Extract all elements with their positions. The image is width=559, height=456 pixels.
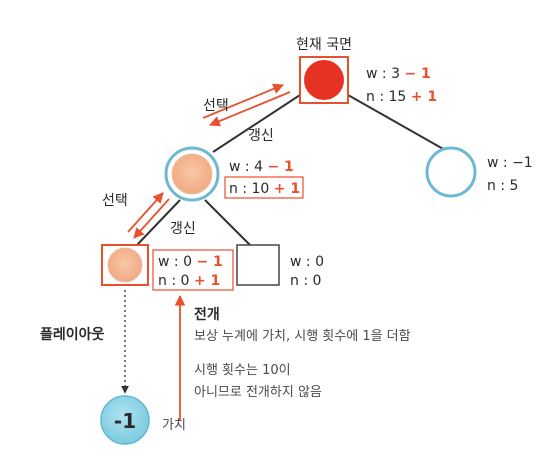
root-node: 현재 국면	[296, 37, 352, 104]
arrow-select-top	[202, 83, 284, 119]
leaf-left-n: n : 0 + 1	[158, 273, 220, 289]
label-playout: 플레이아웃	[40, 326, 105, 343]
right-n: n : 5	[487, 178, 518, 194]
arrow-update-top	[209, 91, 291, 127]
arrows-top	[202, 83, 291, 127]
root-node-circle	[304, 60, 344, 100]
root-stats: w : 3 − 1 n : 15 + 1	[366, 66, 437, 105]
right-w: w : −1	[487, 155, 533, 171]
label-select-mid: 선택	[102, 193, 128, 209]
root-n: n : 15 + 1	[366, 89, 437, 105]
label-update-top: 갱신	[248, 128, 274, 144]
arrow-select-mid	[127, 192, 164, 233]
edge-root-mid	[212, 94, 301, 153]
leaf-right-stats: w : 0 n : 0	[290, 254, 324, 289]
tree-edges	[136, 94, 446, 246]
label-select-top: 선택	[203, 98, 229, 114]
terminal-value: -1	[114, 409, 136, 433]
root-title: 현재 국면	[296, 37, 352, 53]
right-node-circle	[425, 146, 477, 198]
leaf-right-w: w : 0	[290, 254, 324, 270]
right-stats: w : −1 n : 5	[487, 155, 533, 194]
leaf-left-stats-box	[152, 249, 234, 291]
arrow-update-mid	[133, 198, 170, 239]
root-w: w : 3 − 1	[366, 66, 431, 82]
terminal-node: -1	[100, 395, 150, 445]
label-value: 가치	[162, 418, 186, 433]
leaf-left-node	[101, 244, 149, 286]
leaf-right-n: n : 0	[290, 273, 321, 289]
arrows-mid	[127, 192, 170, 239]
leaf-left-circle	[107, 247, 143, 283]
expand-title: 전개	[194, 306, 220, 323]
expand-desc: 보상 누계에 가치, 시행 횟수에 1을 더함	[194, 328, 411, 344]
mid-n: n : 10 + 1	[229, 181, 300, 197]
mid-node-inner	[171, 153, 213, 195]
leaf-left-stats: w : 0 − 1 n : 0 + 1	[152, 249, 234, 291]
mid-w: w : 4 − 1	[229, 159, 294, 175]
leaf-right-node	[236, 244, 280, 286]
mid-stats: w : 4 − 1 n : 10 + 1	[224, 159, 304, 199]
mid-n-box	[224, 176, 304, 199]
leaf-right-box	[236, 244, 280, 286]
note-line1: 시행 횟수는 10이	[194, 362, 291, 378]
edge-mid-leaf-right	[204, 199, 251, 246]
terminal-circle	[100, 395, 150, 445]
label-update-mid: 갱신	[170, 221, 196, 237]
right-node	[425, 146, 477, 198]
mid-node	[164, 146, 220, 202]
edge-root-right	[347, 94, 446, 151]
leaf-left-w: w : 0 − 1	[158, 254, 223, 270]
note-line2: 아니므로 전개하지 않음	[194, 385, 322, 400]
